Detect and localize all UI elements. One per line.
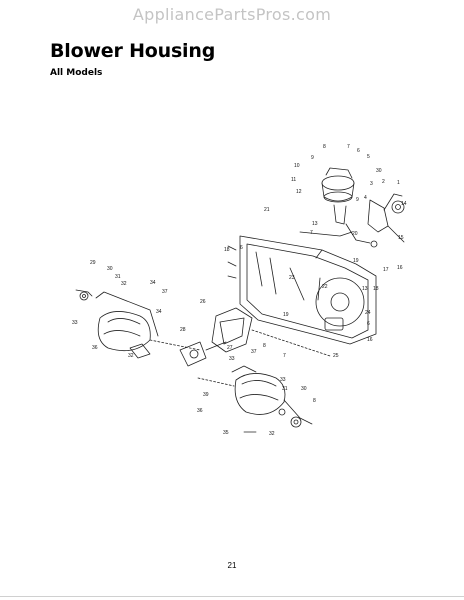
callout-label: 2 [382, 179, 385, 185]
callout-label: 9 [311, 155, 314, 161]
callout-label: 6 [367, 321, 370, 327]
callout-label: 8 [263, 343, 266, 349]
callout-label: 24 [365, 310, 371, 316]
callout-label: 19 [283, 312, 289, 318]
callout-label: 16 [397, 265, 403, 271]
callout-label: 32 [128, 353, 134, 359]
callout-label: 6 [357, 148, 360, 154]
callout-label: 15 [398, 235, 404, 241]
discharge-chute-assembly [299, 167, 405, 248]
callout-label: 25 [333, 353, 339, 359]
callout-label: 13 [362, 286, 368, 292]
callout-label: 37 [162, 289, 168, 295]
callout-label: 20 [352, 231, 358, 237]
callout-label: 22 [322, 284, 328, 290]
callout-label: 7 [283, 353, 286, 359]
page-number: 21 [227, 561, 237, 570]
callout-label: 30 [107, 266, 113, 272]
callout-label: 29 [90, 260, 96, 266]
callout-label: 12 [296, 189, 302, 195]
callout-label: 35 [223, 430, 229, 436]
callout-label: 34 [150, 280, 156, 286]
callout-label: 33 [280, 377, 286, 383]
callout-label: 36 [197, 408, 203, 414]
callout-label: 9 [356, 197, 359, 203]
page-divider [0, 596, 464, 597]
callout-label: 5 [367, 154, 370, 160]
callout-label: 31 [282, 386, 288, 392]
callout-label: 28 [180, 327, 186, 333]
left-auger [75, 289, 159, 352]
page-title: Blower Housing [50, 40, 216, 62]
watermark: AppliancePartsPros.com [132, 5, 332, 24]
callout-label: 8 [323, 144, 326, 150]
callout-labels: 8 7 6 9 5 10 30 11 3 2 1 12 9 4 14 21 13… [72, 144, 407, 437]
auger-shaft-line [149, 245, 331, 433]
callout-label: 7 [310, 230, 313, 236]
callout-label: 7 [347, 144, 350, 150]
page-subtitle: All Models [50, 68, 103, 78]
callout-label: 14 [401, 201, 407, 207]
callout-label: 39 [203, 392, 209, 398]
callout-label: 3 [370, 181, 373, 187]
callout-label: 30 [301, 386, 307, 392]
callout-label: 10 [294, 163, 300, 169]
callout-label: 18 [373, 286, 379, 292]
callout-label: 17 [383, 267, 389, 273]
callout-label: 16 [367, 337, 373, 343]
callout-label: 37 [251, 349, 257, 355]
impeller-assembly [129, 307, 253, 367]
callout-label: 27 [227, 345, 233, 351]
callout-label: 18 [224, 247, 230, 253]
callout-label: 33 [229, 356, 235, 362]
callout-label: 30 [376, 168, 382, 174]
callout-label: 32 [121, 281, 127, 287]
callout-label: 6 [240, 245, 243, 251]
callout-label: 8 [313, 398, 316, 404]
callout-label: 19 [353, 258, 359, 264]
callout-label: 13 [312, 221, 318, 227]
blower-housing [239, 235, 377, 345]
callout-label: 34 [156, 309, 162, 315]
callout-label: 11 [291, 177, 296, 183]
callout-label: 32 [269, 431, 275, 437]
callout-label: 33 [72, 320, 78, 326]
callout-label: 4 [364, 195, 367, 201]
callout-label: 23 [289, 275, 295, 281]
callout-label: 1 [397, 180, 400, 186]
callout-label: 26 [200, 299, 206, 305]
callout-label: 21 [264, 207, 270, 213]
callout-label: 36 [92, 345, 98, 351]
right-auger [231, 365, 313, 428]
callout-label: 31 [115, 274, 121, 280]
